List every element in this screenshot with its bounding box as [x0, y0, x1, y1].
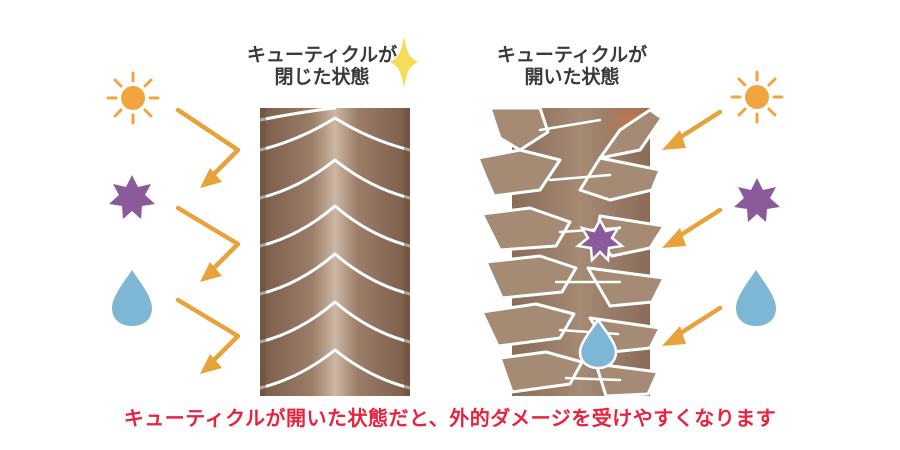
water-drop-icon — [112, 270, 152, 326]
lodged-burst-icon — [574, 217, 626, 263]
open-cuticle-title: キューティクルが 開いた状態 — [472, 44, 672, 88]
open-title-line1: キューティクルが — [496, 44, 648, 66]
open-cuticle-hair — [476, 106, 666, 398]
arrow-head-6 — [662, 326, 686, 346]
arrow-head-1 — [200, 168, 222, 188]
damage-caption: キューティクルが開いた状態だと、外的ダメージを受けやすくなります — [123, 406, 777, 430]
lodged-drop-icon — [578, 317, 618, 370]
arrow-head-2 — [200, 262, 222, 282]
arrow-head-3 — [200, 354, 222, 374]
open-title-line2: 開いた状態 — [524, 66, 620, 88]
closed-cuticle-title: キューティクルが 閉じた状態 — [222, 44, 422, 88]
closed-title-line1: キューティクルが — [246, 44, 398, 66]
deflect-arrows — [175, 107, 241, 365]
penetrate-arrows — [673, 109, 723, 339]
sun-icon — [106, 71, 160, 125]
water-drop-icon-right — [736, 270, 776, 326]
uv-burst-icon — [109, 175, 155, 219]
arrow-head-4 — [662, 130, 686, 150]
closed-cuticle-hair — [258, 106, 412, 396]
uv-burst-icon-right — [734, 178, 780, 222]
closed-title-line2: 閉じた状態 — [274, 66, 370, 88]
sun-icon-right — [730, 70, 784, 124]
sparkle-icon — [390, 36, 418, 88]
arrow-head-5 — [662, 228, 686, 248]
